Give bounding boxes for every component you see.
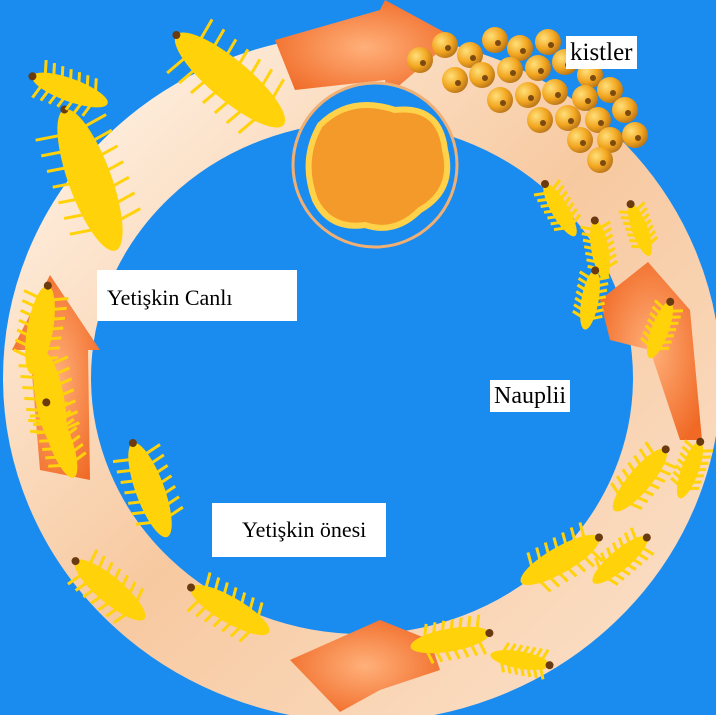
label-nauplii: Nauplii: [490, 380, 570, 412]
cyst-spot: [625, 110, 631, 116]
cyst-spot: [470, 55, 476, 61]
cyst: [515, 82, 541, 108]
cyst: [469, 62, 495, 88]
cyst-spot: [445, 45, 451, 51]
cyst: [555, 105, 581, 131]
cyst-spot: [455, 80, 461, 86]
cyst-spot: [510, 70, 516, 76]
cyst: [567, 127, 593, 153]
cyst-spot: [555, 92, 561, 98]
cyst-spot: [500, 100, 506, 106]
cyst: [542, 79, 568, 105]
label-cysts: kistler: [566, 36, 637, 69]
cyst: [482, 27, 508, 53]
cyst-spot: [590, 75, 596, 81]
cyst-spot: [420, 60, 426, 66]
cyst: [612, 97, 638, 123]
cyst-mass: [309, 105, 448, 228]
cyst-spot: [580, 140, 586, 146]
label-pre-adult: Yetişkin önesi: [212, 503, 386, 557]
cyst-spot: [585, 98, 591, 104]
cyst-spot: [528, 95, 534, 101]
cyst-spot: [495, 40, 501, 46]
cyst-spot: [598, 120, 604, 126]
cyst-spot: [538, 68, 544, 74]
cyst: [432, 32, 458, 58]
cyst-spot: [520, 48, 526, 54]
cyst: [442, 67, 468, 93]
cyst-spot: [635, 135, 641, 141]
cyst: [407, 47, 433, 73]
cyst: [487, 87, 513, 113]
cyst-spot: [610, 90, 616, 96]
cyst: [497, 57, 523, 83]
cyst-spot: [600, 160, 606, 166]
cyst: [587, 147, 613, 173]
cyst: [572, 85, 598, 111]
cyst: [525, 55, 551, 81]
cyst-spot: [610, 140, 616, 146]
cyst-spot: [568, 118, 574, 124]
cyst-spot: [482, 75, 488, 81]
cyst-spot: [540, 120, 546, 126]
cyst: [535, 29, 561, 55]
cyst: [622, 122, 648, 148]
label-adult: Yetişkin Canlı: [97, 270, 297, 321]
cyst-spot: [548, 42, 554, 48]
cyst: [527, 107, 553, 133]
